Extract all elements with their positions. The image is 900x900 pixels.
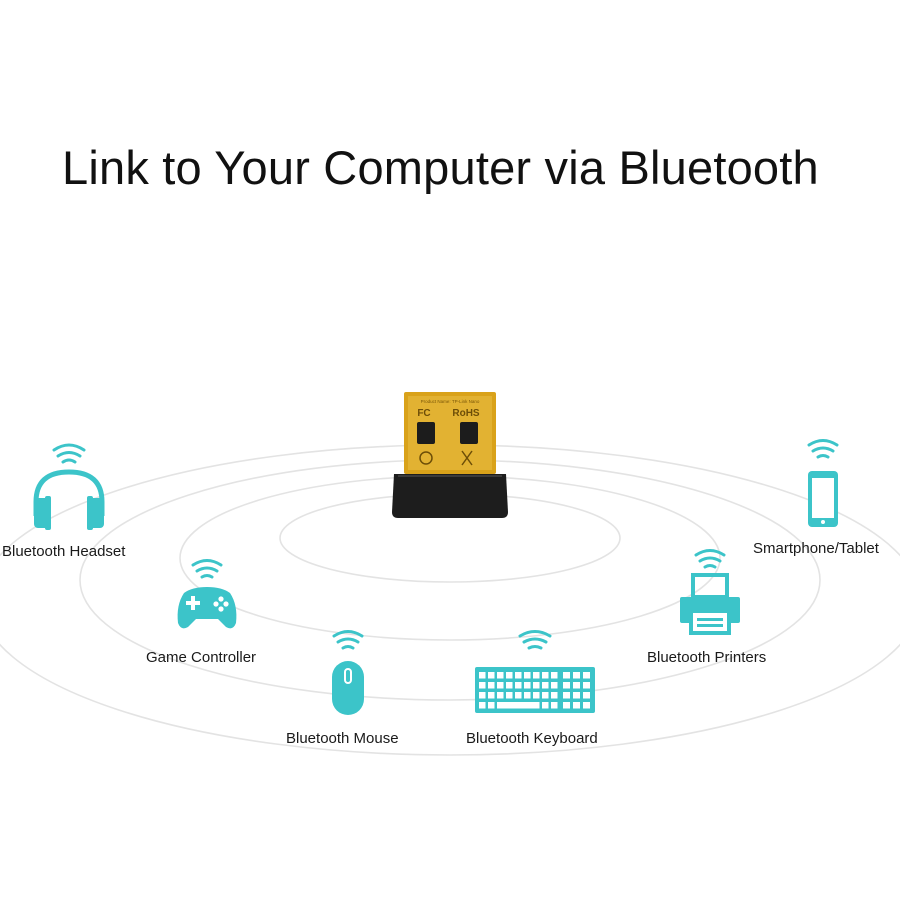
keyboard-key: [542, 682, 549, 689]
wifi-signal-icon: [518, 630, 552, 650]
keyboard-key: [524, 692, 531, 699]
keyboard-key: [573, 672, 580, 679]
keyboard-key: [542, 702, 549, 709]
keyboard-key: [563, 682, 570, 689]
printer-icon: [680, 573, 740, 635]
keyboard-key: [524, 682, 531, 689]
keyboard-key: [583, 702, 590, 709]
label-headset: Bluetooth Headset: [2, 543, 126, 560]
keyboard-icon: [475, 667, 595, 713]
keyboard-key: [583, 692, 590, 699]
keyboard-key: [563, 672, 570, 679]
keyboard-key: [551, 702, 558, 709]
keyboard-key: [488, 702, 495, 709]
device-printer: [674, 545, 746, 642]
adapter-weee-mark: [461, 450, 473, 466]
keyboard-key: [583, 672, 590, 679]
usb-adapter: Product Name: TP-Link Nano FC RoHS: [392, 392, 508, 518]
keyboard-key: [506, 692, 513, 699]
label-keyboard: Bluetooth Keyboard: [466, 730, 598, 747]
keyboard-key: [563, 692, 570, 699]
keyboard-key: [542, 672, 549, 679]
keyboard-key: [497, 672, 504, 679]
keyboard-key: [488, 692, 495, 699]
keyboard-key: [551, 682, 558, 689]
keyboard-key: [563, 702, 570, 709]
keyboard-key: [506, 682, 513, 689]
keyboard-key: [506, 672, 513, 679]
adapter-pin-left: [417, 422, 435, 444]
device-mouse: [318, 627, 378, 724]
wifi-signal-icon: [191, 559, 223, 579]
device-keyboard: [473, 627, 598, 722]
adapter-fc-mark: FC: [417, 408, 430, 419]
keyboard-key: [479, 672, 486, 679]
smartphone-icon: [808, 471, 838, 527]
keyboard-key: [551, 692, 558, 699]
keyboard-key: [583, 682, 590, 689]
device-game-controller: [170, 555, 245, 640]
keyboard-key: [573, 702, 580, 709]
wifi-signal-icon: [694, 549, 726, 569]
wifi-signal-icon: [332, 630, 364, 650]
keyboard-key: [479, 702, 486, 709]
label-smartphone: Smartphone/Tablet: [753, 540, 879, 557]
keyboard-key: [533, 682, 540, 689]
keyboard-key: [488, 672, 495, 679]
wifi-signal-icon: [807, 439, 839, 459]
keyboard-key: [533, 692, 540, 699]
headphones-icon: [33, 469, 105, 530]
keyboard-key: [497, 692, 504, 699]
keyboard-key: [515, 692, 522, 699]
keyboard-key: [573, 682, 580, 689]
adapter-printed-line: Product Name: TP-Link Nano: [421, 399, 480, 404]
adapter-pin-right: [460, 422, 478, 444]
keyboard-key: [573, 692, 580, 699]
adapter-check-mark: [419, 451, 433, 465]
device-smartphone: [798, 435, 848, 535]
keyboard-key: [524, 672, 531, 679]
label-mouse: Bluetooth Mouse: [286, 730, 399, 747]
adapter-rohs-mark: RoHS: [452, 408, 480, 419]
mouse-icon: [332, 661, 364, 715]
keyboard-key: [488, 682, 495, 689]
device-headset: [28, 438, 118, 538]
keyboard-key: [542, 692, 549, 699]
gamepad-icon: [177, 587, 237, 629]
keyboard-key: [479, 692, 486, 699]
page-title: Link to Your Computer via Bluetooth: [62, 141, 819, 194]
keyboard-key: [515, 682, 522, 689]
wifi-signal-icon: [52, 443, 86, 464]
keyboard-key: [533, 672, 540, 679]
keyboard-key: [497, 682, 504, 689]
keyboard-key: [479, 682, 486, 689]
keyboard-key: [551, 672, 558, 679]
label-printer: Bluetooth Printers: [647, 649, 767, 666]
keyboard-key: [515, 672, 522, 679]
adapter-body: [392, 474, 508, 518]
keyboard-key: [497, 702, 537, 709]
label-game-controller: Game Controller: [146, 649, 257, 666]
